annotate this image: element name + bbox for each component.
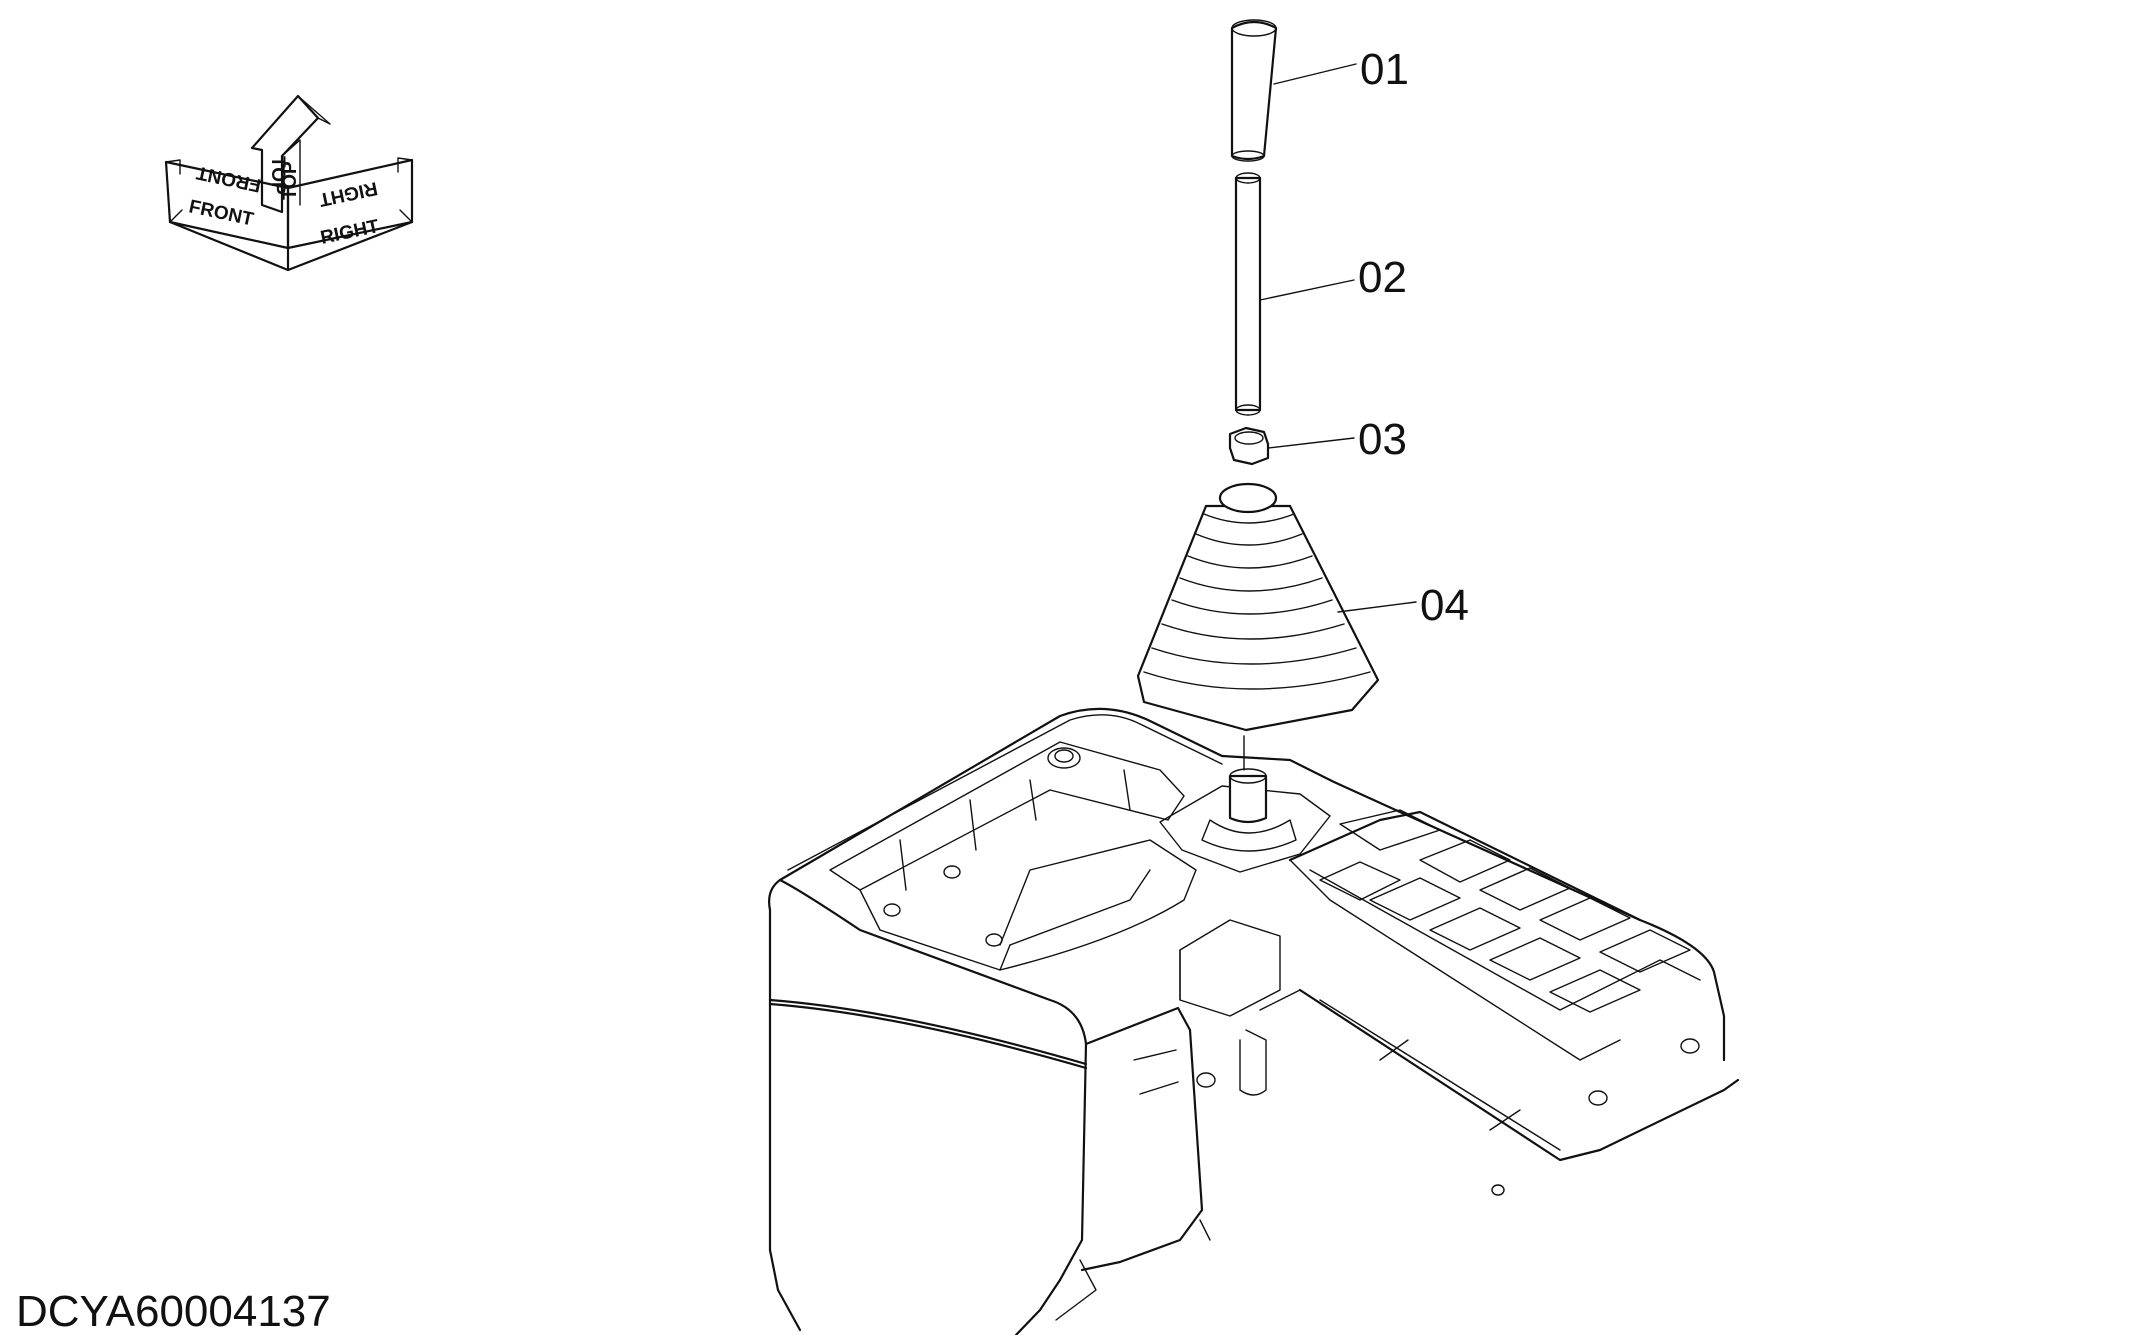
part-03-nut — [1228, 426, 1355, 466]
orientation-top-label: TOP — [267, 156, 288, 195]
callout-02: 02 — [1358, 253, 1407, 302]
part-04-boot — [1136, 482, 1417, 771]
orientation-front-label-mirrored: FRONT — [194, 161, 263, 195]
orientation-front-label: FRONT — [187, 196, 256, 230]
callout-04: 04 — [1420, 581, 1469, 630]
orientation-right-label-mirrored: RIGHT — [317, 177, 380, 210]
part-02-rod — [1234, 172, 1355, 416]
keypad-buttons — [1319, 809, 1691, 1013]
orientation-top-label-mirrored: TOP — [280, 161, 301, 200]
orientation-right-label: RIGHT — [319, 216, 382, 249]
callout-03: 03 — [1358, 415, 1407, 464]
part-01-knob — [1230, 19, 1357, 162]
orientation-indicator: FRONT FRONT TOP TOP RIGHT RIGHT — [164, 94, 414, 272]
callout-01: 01 — [1360, 45, 1409, 94]
callout-labels: 01 02 03 04 — [1358, 45, 1469, 630]
console-housing — [768, 707, 1740, 1335]
drawing-id-label: DCYA60004137 — [16, 1287, 331, 1335]
